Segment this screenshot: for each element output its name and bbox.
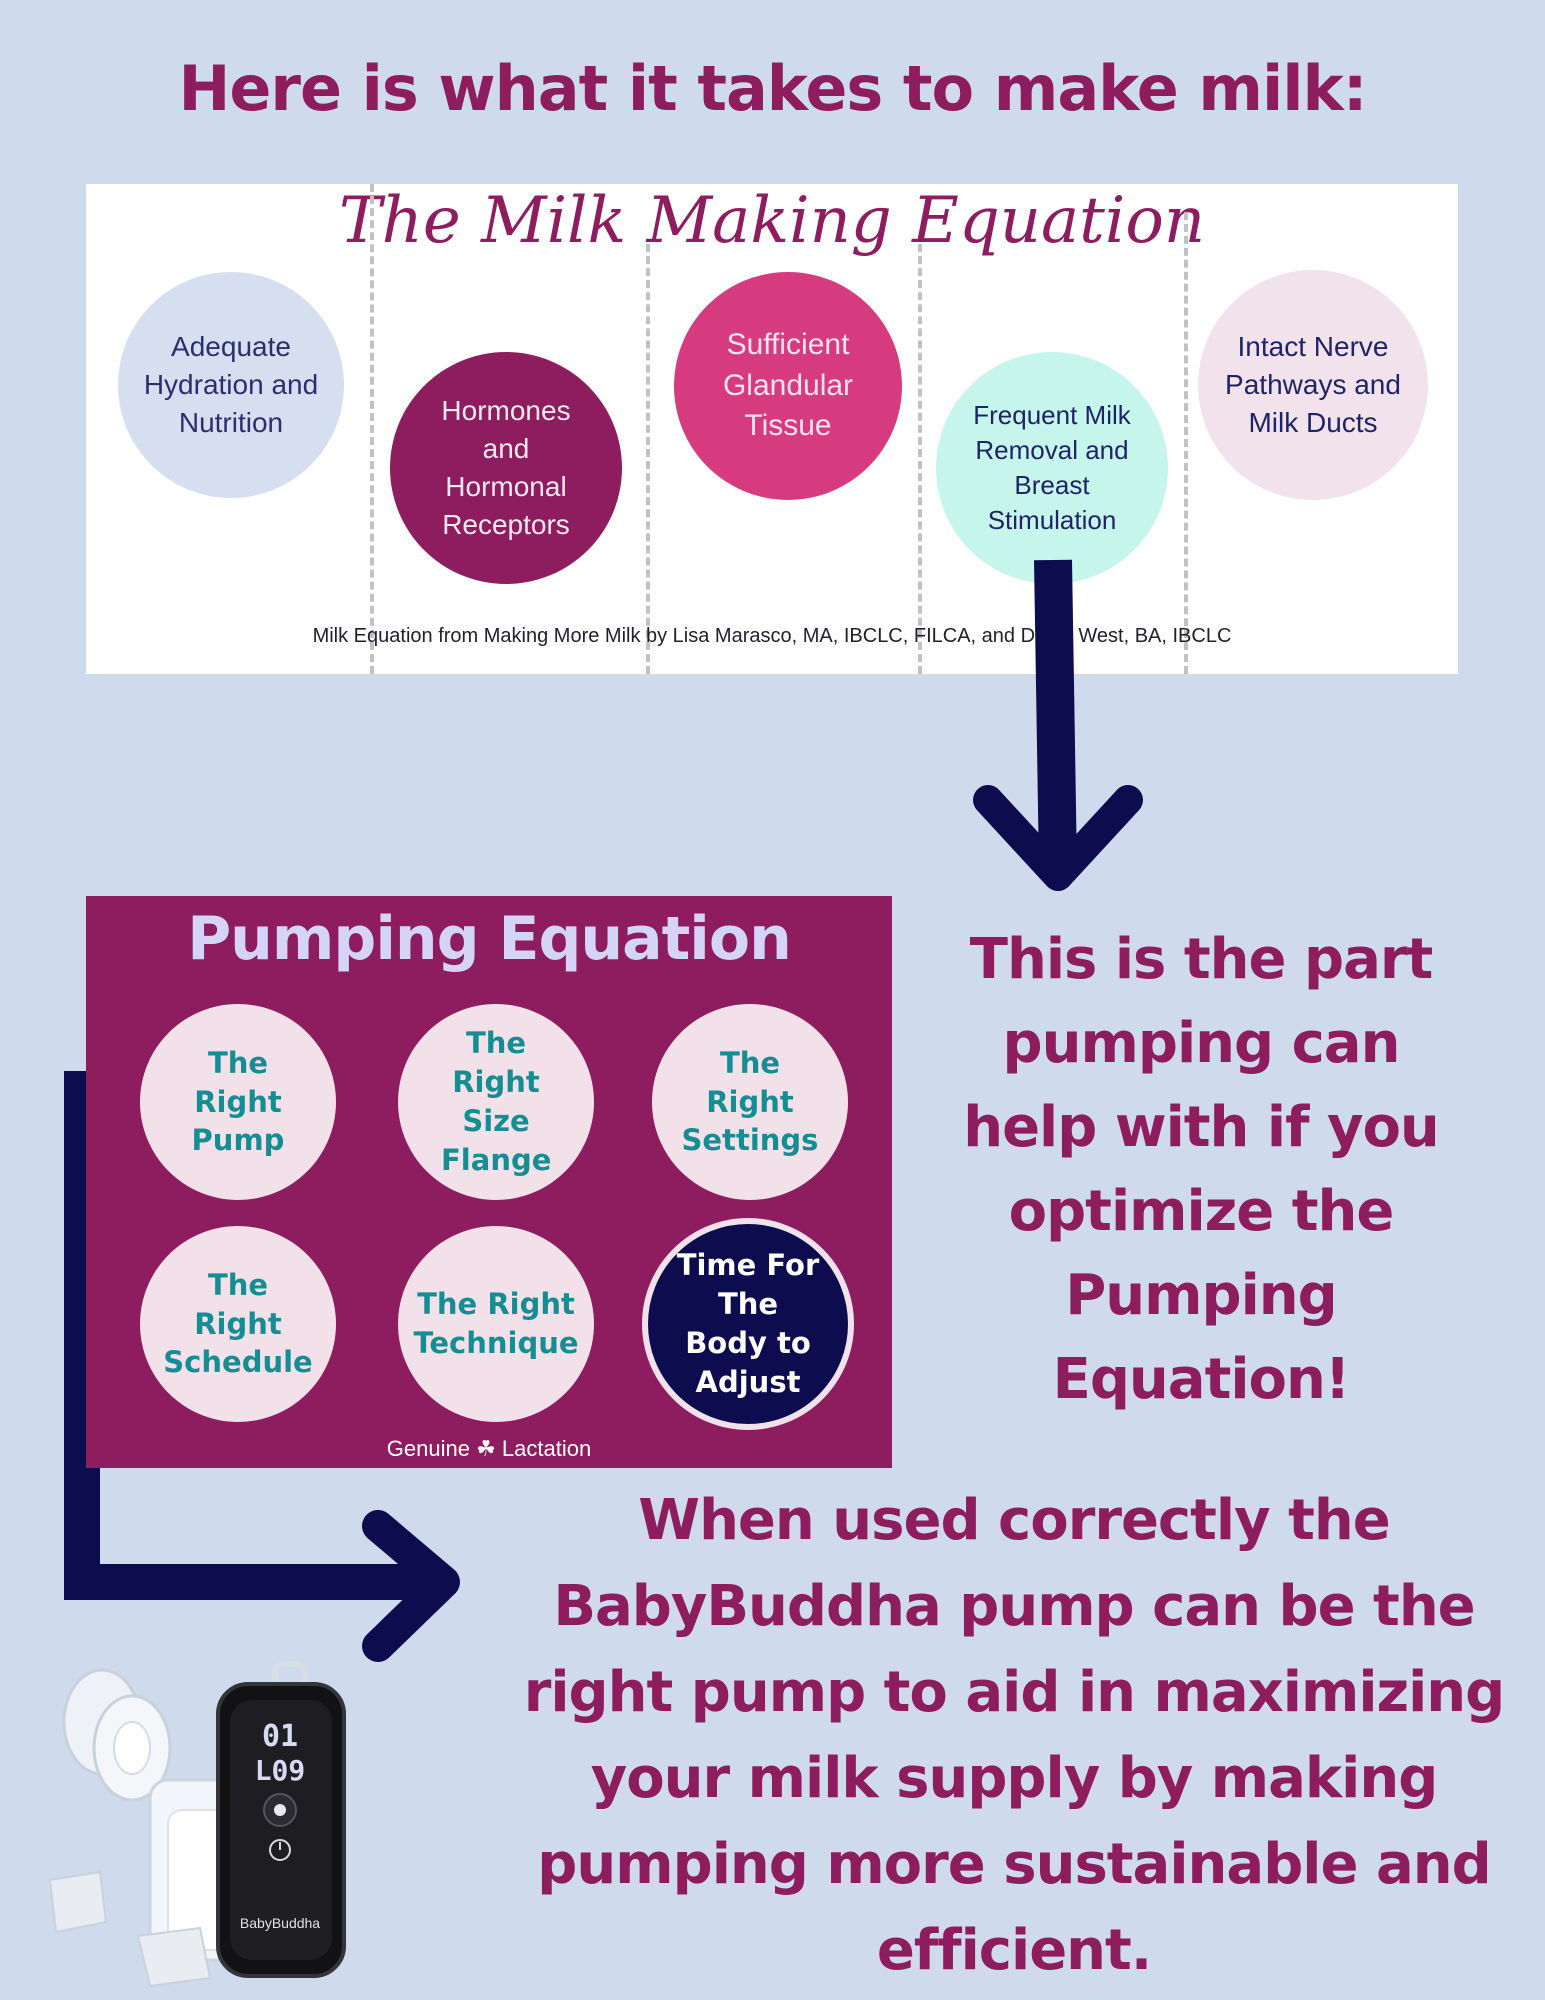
babybuddha-callout-text: When used correctly the BabyBuddha pump … — [523, 1488, 1506, 1983]
right-technique-label: The Right Technique — [413, 1287, 579, 1360]
divider — [646, 244, 650, 674]
right-pump-label: The Right Pump — [191, 1045, 285, 1158]
citation: Milk Equation from Making More Milk by L… — [312, 625, 1232, 647]
pump-display-top: 01 — [262, 1719, 298, 1754]
right-settings-circle: The Right Settings — [652, 1004, 848, 1200]
pump-product-image: 01 L09 BabyBuddha — [48, 1661, 346, 1988]
hydration-label: Adequate Hydration and Nutrition — [143, 331, 319, 438]
pumping-callout-text: This is the part pumping can help with i… — [963, 927, 1440, 1412]
valve-icon — [48, 1870, 108, 1934]
valve-icon — [136, 1926, 212, 1988]
divider — [918, 244, 922, 674]
pump-brand-label: BabyBuddha — [240, 1915, 320, 1931]
divider — [370, 184, 374, 674]
right-flange-label: The Right Size Flange — [441, 1026, 552, 1177]
removal-label: Frequent Milk Removal and Breast Stimula… — [973, 399, 1131, 536]
right-schedule-circle: The Right Schedule — [140, 1226, 336, 1422]
pumping-equation-card: Pumping Equation The Right Pump The Righ… — [86, 896, 892, 1468]
milk-equation-title: The Milk Making Equation — [338, 184, 1206, 258]
removal-circle: Frequent Milk Removal and Breast Stimula… — [936, 352, 1168, 584]
page-heading: Here is what it takes to make milk: — [178, 52, 1367, 125]
pump-display-bottom: L09 — [255, 1754, 306, 1787]
down-arrow — [973, 559, 1143, 891]
hydration-circle: Adequate Hydration and Nutrition — [118, 272, 344, 498]
hormones-circle: Hormones and Hormonal Receptors — [390, 352, 622, 584]
time-to-adjust-label: Time For The Body to Adjust — [676, 1248, 820, 1399]
time-to-adjust-circle: Time For The Body to Adjust — [642, 1218, 854, 1430]
hormones-label: Hormones and Hormonal Receptors — [441, 395, 571, 540]
right-technique-circle: The Right Technique — [398, 1226, 594, 1422]
milk-equation-card: The Milk Making Equation Adequate Hydrat… — [86, 184, 1458, 674]
pumping-equation-title: Pumping Equation — [187, 904, 792, 974]
brand-footer: Genuine ☘ Lactation — [386, 1436, 592, 1461]
power-icon — [269, 1839, 291, 1861]
divider — [1184, 212, 1188, 674]
right-flange-circle: The Right Size Flange — [398, 1004, 594, 1200]
nerve-label: Intact Nerve Pathways and Milk Ducts — [1225, 331, 1401, 438]
right-pump-circle: The Right Pump — [140, 1004, 336, 1200]
glandular-label: Sufficient Glandular Tissue — [722, 328, 854, 443]
right-settings-label: The Right Settings — [681, 1045, 819, 1158]
right-schedule-label: The Right Schedule — [163, 1267, 313, 1380]
nerve-circle: Intact Nerve Pathways and Milk Ducts — [1198, 270, 1428, 500]
glandular-circle: Sufficient Glandular Tissue — [674, 272, 902, 500]
